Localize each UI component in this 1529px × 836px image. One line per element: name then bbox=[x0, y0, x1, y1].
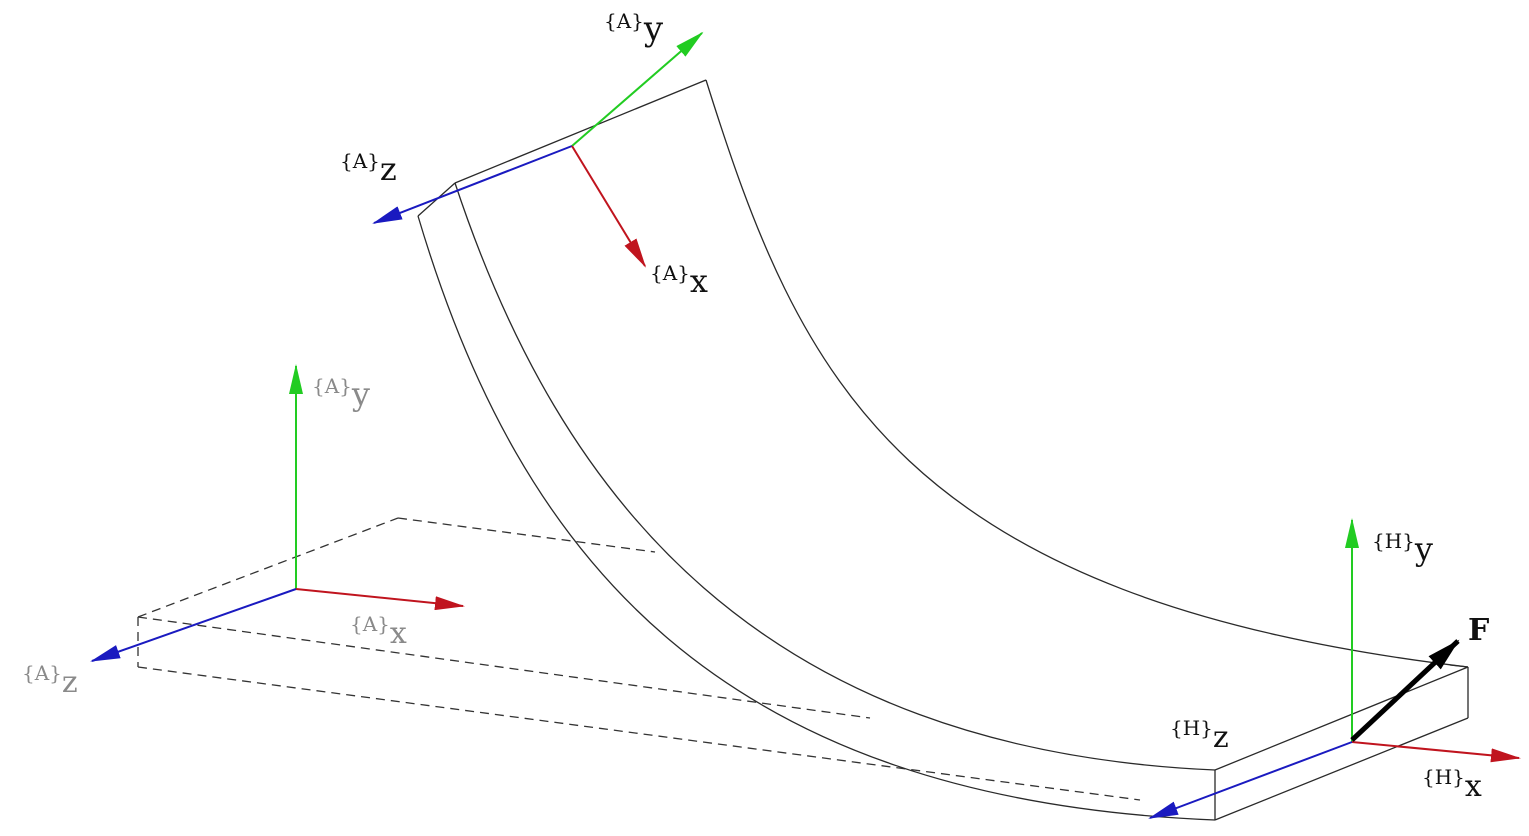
tip-frame-x-superscript: {H} bbox=[1422, 765, 1465, 789]
tip-frame-z-label: {H}z bbox=[1170, 716, 1229, 755]
deformed-frame-z-superscript: {A} bbox=[340, 149, 380, 173]
deformed-frame-x-axis bbox=[571, 145, 647, 268]
tip-frame-x-axis-name: x bbox=[1465, 769, 1482, 804]
undeformed-frame-y-label: {A}y bbox=[312, 374, 370, 413]
undeformed-beam-outline bbox=[137, 517, 1141, 801]
deformed-frame-z-label: {A}z bbox=[340, 149, 397, 188]
tip-frame-y-axis-name: y bbox=[1414, 530, 1433, 568]
deformed-frame-x-axis-name: x bbox=[690, 262, 708, 300]
deformed-beam-outline bbox=[417, 79, 1469, 821]
deformed-beam-middle-curve bbox=[454, 182, 1216, 771]
undeformed-frame-y-superscript: {A} bbox=[312, 374, 352, 398]
deformed-frame-y-label: {A}y bbox=[604, 9, 664, 49]
coordinate-frame-icon bbox=[372, 31, 704, 268]
tip-frame-y-superscript: {H} bbox=[1372, 529, 1415, 553]
deformed-beam-front-curve bbox=[417, 215, 1216, 821]
deformed-frame-y-axis-name: y bbox=[643, 9, 664, 49]
deformed-frame-x-label: {A}x bbox=[650, 261, 708, 300]
deformed-frame-z-axis-name: z bbox=[380, 150, 397, 188]
tip-frame-z-axis-name: z bbox=[1213, 720, 1229, 755]
tip-block-top-edge bbox=[1214, 666, 1469, 771]
force-label: F bbox=[1468, 613, 1489, 648]
undeformed-frame-z-axis-name: z bbox=[62, 665, 78, 700]
coordinate-frame-icon bbox=[1148, 518, 1521, 819]
undeformed-beam-top-left-edge bbox=[137, 517, 399, 618]
undeformed-beam-front-bottom-edge bbox=[137, 666, 1141, 801]
undeformed-frame-y-axis-name: y bbox=[351, 375, 370, 413]
undeformed-beam-front-top-edge bbox=[137, 616, 871, 719]
tip-block-bottom-edge bbox=[1214, 717, 1469, 821]
undeformed-frame-z-label: {A}z bbox=[22, 661, 78, 700]
tip-frame-x-axis bbox=[1351, 741, 1521, 763]
deformed-frame-y-axis bbox=[571, 31, 704, 147]
deformed-beam-top-edge bbox=[454, 79, 707, 184]
undeformed-beam-top-back-edge bbox=[397, 517, 656, 553]
undeformed-frame-x-axis bbox=[295, 588, 465, 611]
deformed-frame-x-superscript: {A} bbox=[650, 261, 690, 285]
undeformed-frame-x-label: {A}x bbox=[350, 612, 407, 651]
deformed-beam-back-curve bbox=[705, 79, 1469, 668]
undeformed-frame-z-axis bbox=[90, 588, 297, 662]
coordinate-frame-icon bbox=[90, 364, 465, 662]
undeformed-frame-z-superscript: {A} bbox=[22, 661, 62, 685]
deformed-frame-z-axis bbox=[372, 145, 573, 224]
tip-frame-y-label: {H}y bbox=[1372, 529, 1433, 568]
deformed-frame-y-superscript: {A} bbox=[604, 9, 644, 33]
tip-frame-z-axis bbox=[1148, 741, 1353, 819]
undeformed-frame-x-axis-name: x bbox=[390, 616, 407, 651]
tip-frame-x-label: {H}x bbox=[1422, 765, 1482, 804]
tip-frame-z-superscript: {H} bbox=[1170, 716, 1213, 740]
undeformed-frame-x-superscript: {A} bbox=[350, 612, 390, 636]
force-arrow-icon bbox=[1350, 639, 1460, 742]
